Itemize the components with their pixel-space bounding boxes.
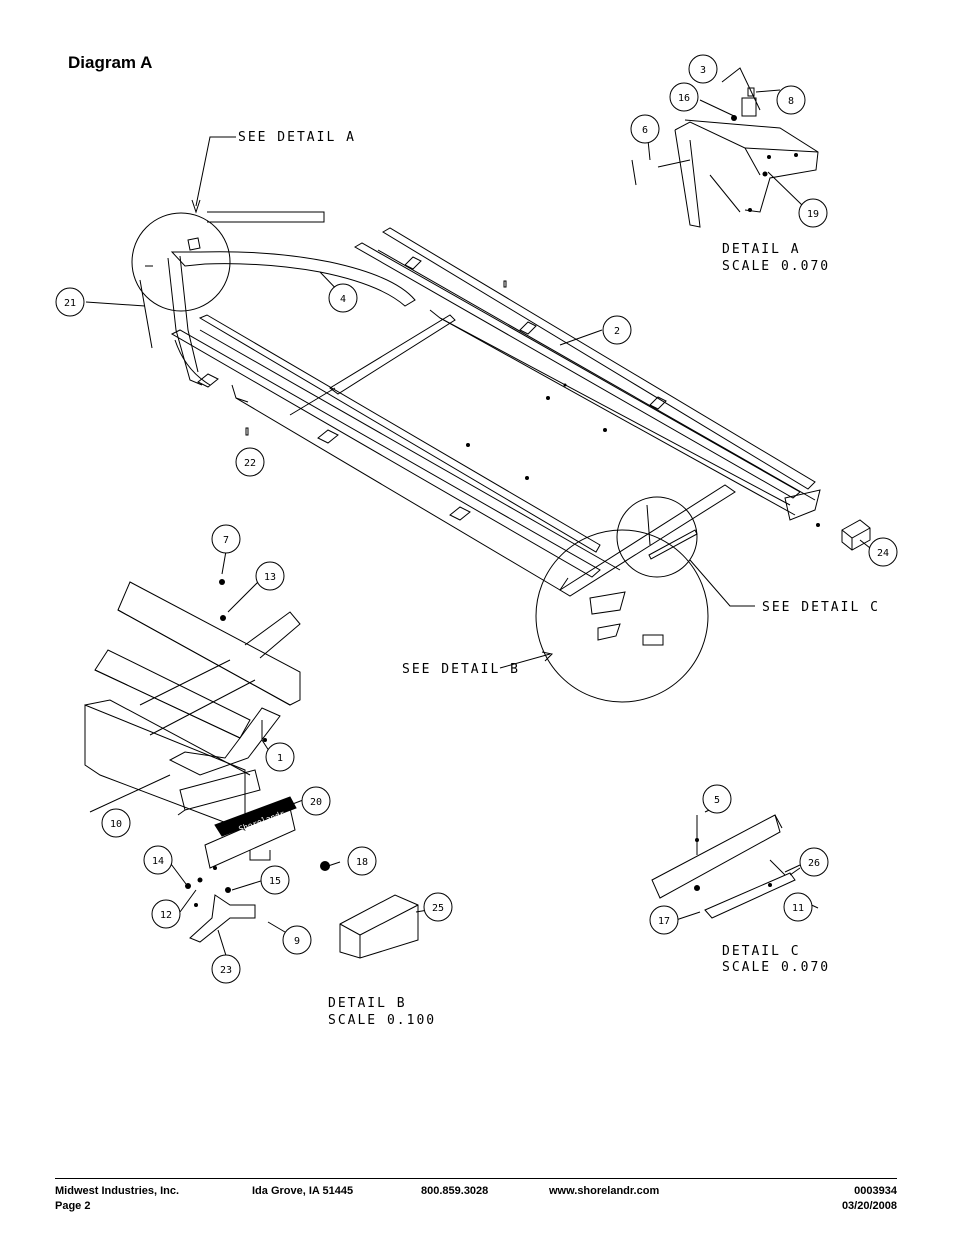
callout-circle-15 xyxy=(260,865,290,895)
footer-website: www.shorelandr.com xyxy=(549,1185,660,1197)
callout-label-6: 6 xyxy=(642,125,648,136)
footer-company: Midwest Industries, Inc. xyxy=(55,1185,180,1197)
callout-circle-16 xyxy=(669,82,699,112)
see-detail-b-label: SEE DETAIL B xyxy=(402,662,520,677)
footer-date: 03/20/2008 xyxy=(841,1200,897,1212)
callout-circle-25 xyxy=(423,892,453,922)
page-title: Diagram A xyxy=(68,53,153,72)
footer-rule xyxy=(55,1178,897,1179)
detail-c-art xyxy=(651,814,801,921)
callout-circle-22 xyxy=(235,447,265,477)
callout-circle-14 xyxy=(143,845,173,875)
footer-page: Page 2 xyxy=(55,1200,91,1212)
detail-b-title: DETAIL B xyxy=(328,996,407,1011)
see-detail-c-label: SEE DETAIL C xyxy=(762,600,880,615)
callout-label-26: 26 xyxy=(808,858,820,869)
callout-circle-13 xyxy=(255,561,285,591)
callout-circle-18 xyxy=(347,846,377,876)
callout-label-2: 2 xyxy=(614,326,620,337)
callout-circle-2 xyxy=(602,315,632,345)
detail-a-scale: SCALE 0.070 xyxy=(722,259,830,274)
callout-circle-6 xyxy=(630,114,660,144)
callout-label-20: 20 xyxy=(310,797,322,808)
callout-circle-26 xyxy=(799,847,829,877)
detail-c-title: DETAIL C xyxy=(722,944,801,959)
detail-b-circle xyxy=(535,529,709,703)
detail-c-scale: SCALE 0.070 xyxy=(722,960,830,975)
callout-label-22: 22 xyxy=(244,458,256,469)
callout-circle-11 xyxy=(783,892,813,922)
see-detail-a-label: SEE DETAIL A xyxy=(238,130,356,145)
callout-label-15: 15 xyxy=(269,876,281,887)
footer-phone: 800.859.3028 xyxy=(421,1185,489,1197)
callout-circle-21 xyxy=(55,287,85,317)
callout-label-10: 10 xyxy=(110,819,122,830)
callout-circle-4 xyxy=(328,283,358,313)
callout-circle-10 xyxy=(101,808,131,838)
callout-label-21: 21 xyxy=(64,298,76,309)
callout-label-4: 4 xyxy=(340,294,346,305)
callout-label-23: 23 xyxy=(220,965,232,976)
footer-city: Ida Grove, IA 51445 xyxy=(252,1185,354,1197)
callout-circle-3 xyxy=(688,54,718,84)
callout-circle-23 xyxy=(211,954,241,984)
callout-label-13: 13 xyxy=(264,572,276,583)
callout-label-1: 1 xyxy=(277,753,283,764)
detail-a-circle xyxy=(131,212,231,312)
callout-group: 1234567891011121314151617181920212223242… xyxy=(55,54,898,984)
pad-20-shape xyxy=(214,796,297,837)
callout-label-14: 14 xyxy=(152,856,164,867)
callout-label-8: 8 xyxy=(788,96,794,107)
callout-label-17: 17 xyxy=(658,916,670,927)
callout-label-3: 3 xyxy=(700,65,706,76)
callout-label-5: 5 xyxy=(714,795,720,806)
callout-label-19: 19 xyxy=(807,209,819,220)
callout-circle-19 xyxy=(798,198,828,228)
callout-label-24: 24 xyxy=(877,548,889,559)
detail-b-scale: SCALE 0.100 xyxy=(328,1013,436,1028)
callout-circle-17 xyxy=(649,905,679,935)
callout-circle-20 xyxy=(301,786,331,816)
detail-b-art xyxy=(84,581,419,959)
callout-circle-8 xyxy=(776,85,806,115)
callout-circle-9 xyxy=(282,925,312,955)
callout-label-25: 25 xyxy=(432,903,444,914)
callout-circle-12 xyxy=(151,899,181,929)
callout-circle-7 xyxy=(211,524,241,554)
footer-doc-number: 0003934 xyxy=(854,1185,897,1197)
callout-label-11: 11 xyxy=(792,903,804,914)
trailer-frame xyxy=(167,227,821,615)
detail-a-art xyxy=(631,67,819,228)
callout-label-18: 18 xyxy=(356,857,368,868)
callout-circle-5 xyxy=(702,784,732,814)
detail-c-circle xyxy=(616,496,698,578)
callout-circle-24 xyxy=(868,537,898,567)
detail-a-title: DETAIL A xyxy=(722,242,801,257)
callout-label-12: 12 xyxy=(160,910,172,921)
callout-label-9: 9 xyxy=(294,936,300,947)
callout-circle-1 xyxy=(265,742,295,772)
callout-label-16: 16 xyxy=(678,93,690,104)
callout-label-7: 7 xyxy=(223,535,229,546)
